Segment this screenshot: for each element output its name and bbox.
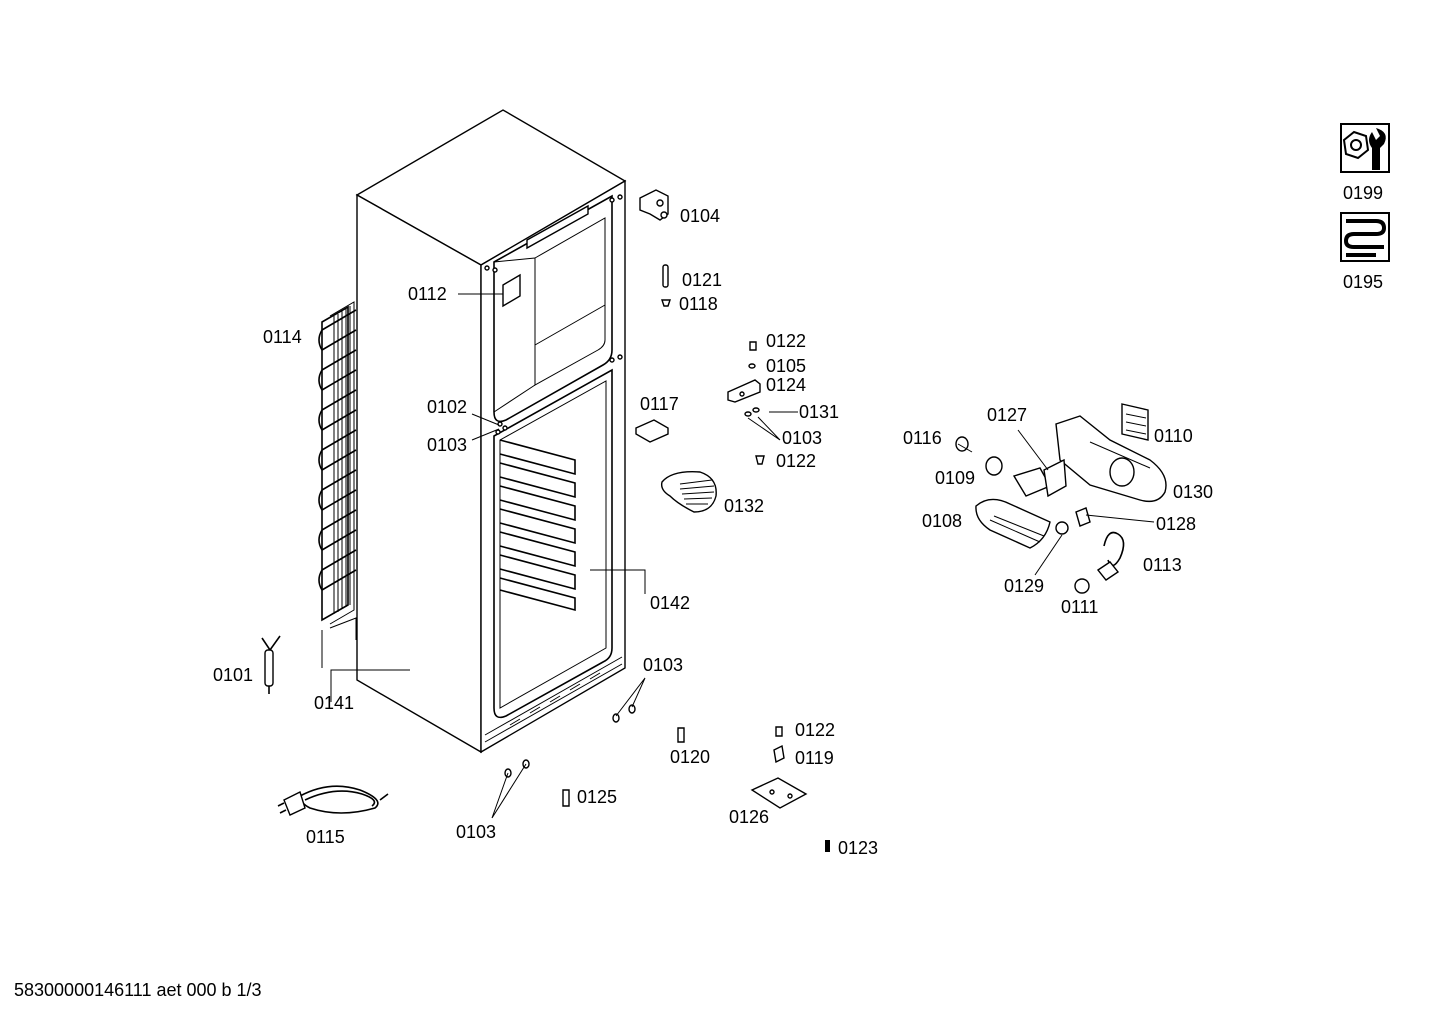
document-footer-code: 58300000146111 aet 000 b 1/3	[14, 980, 262, 1000]
bushing-part	[661, 299, 671, 307]
fan-housing-part	[660, 471, 717, 513]
label-0126: 0126	[729, 807, 769, 827]
label-0122: 0122	[795, 720, 835, 740]
label-0101: 0101	[213, 665, 253, 685]
hinge-pin-part	[662, 264, 669, 288]
label-0113: 0113	[1143, 555, 1182, 575]
sensor-cable-part	[1096, 531, 1125, 581]
ring-part	[985, 456, 1003, 476]
label-0122: 0122	[776, 451, 816, 471]
label-0125: 0125	[577, 787, 617, 807]
label-0122: 0122	[766, 331, 806, 351]
label-0128: 0128	[1156, 514, 1196, 534]
power-cord-part	[277, 785, 389, 816]
label-0109: 0109	[935, 468, 975, 488]
label-0114: 0114	[263, 327, 302, 347]
top-hinge-part	[639, 189, 669, 221]
thermostat-part	[1012, 458, 1067, 498]
screw-part	[749, 341, 757, 351]
bolt-part	[825, 840, 830, 852]
label-0124: 0124	[766, 375, 806, 395]
washer-part	[748, 363, 756, 369]
label-0132: 0132	[724, 496, 764, 516]
label-0102: 0102	[427, 397, 467, 417]
wrench-nut-icon	[1340, 123, 1390, 173]
label-0127: 0127	[987, 405, 1027, 425]
screw-part-2	[755, 455, 765, 465]
label-0141: 0141	[314, 693, 354, 713]
middle-hinge-part	[727, 379, 761, 403]
label-0118: 0118	[679, 294, 718, 314]
leader-lines	[330, 293, 1155, 819]
thermostat-knob-part	[955, 436, 973, 453]
air-duct-part	[1121, 403, 1149, 441]
condenser-coil	[318, 301, 357, 668]
label-0121: 0121	[682, 270, 722, 290]
label-0131: 0131	[799, 402, 839, 422]
label-0195: 0195	[1343, 272, 1383, 292]
bottom-hinge-part	[750, 777, 808, 809]
label-0103: 0103	[427, 435, 467, 455]
label-0105: 0105	[766, 356, 806, 376]
label-0108: 0108	[922, 511, 962, 531]
label-0119: 0119	[795, 748, 834, 768]
cabinet-body	[355, 109, 627, 754]
label-0112: 0112	[408, 284, 447, 304]
filter-drier-part	[261, 635, 281, 694]
foot-screw-part	[677, 727, 685, 743]
label-0117: 0117	[640, 394, 679, 414]
label-0103: 0103	[643, 655, 683, 675]
label-0129: 0129	[1004, 576, 1044, 596]
label-0110: 0110	[1154, 426, 1193, 446]
label-0142: 0142	[650, 593, 690, 613]
label-0123: 0123	[838, 838, 878, 858]
light-bulb-part	[1074, 578, 1090, 594]
lamp-housing-part	[1055, 415, 1167, 503]
label-0199: 0199	[1343, 183, 1383, 203]
label-0130: 0130	[1173, 482, 1213, 502]
stop-part	[773, 744, 785, 764]
label-0111: 0111	[1061, 597, 1098, 617]
part-labels: 0104 0121 0118 0112 0114 0122 0105 0124 …	[213, 183, 1383, 858]
coil-icon	[1340, 212, 1390, 262]
bulb-part	[1055, 521, 1069, 535]
label-0103: 0103	[456, 822, 496, 842]
shelf-rails	[499, 439, 576, 612]
socket-part	[1075, 507, 1091, 527]
label-0104: 0104	[680, 206, 720, 226]
label-0103: 0103	[782, 428, 822, 448]
label-0120: 0120	[670, 747, 710, 767]
lamp-cover-part	[975, 498, 1051, 549]
cover-part	[635, 419, 669, 443]
label-0115: 0115	[306, 827, 345, 847]
label-0116: 0116	[903, 428, 942, 448]
screw-part-3	[562, 789, 570, 807]
